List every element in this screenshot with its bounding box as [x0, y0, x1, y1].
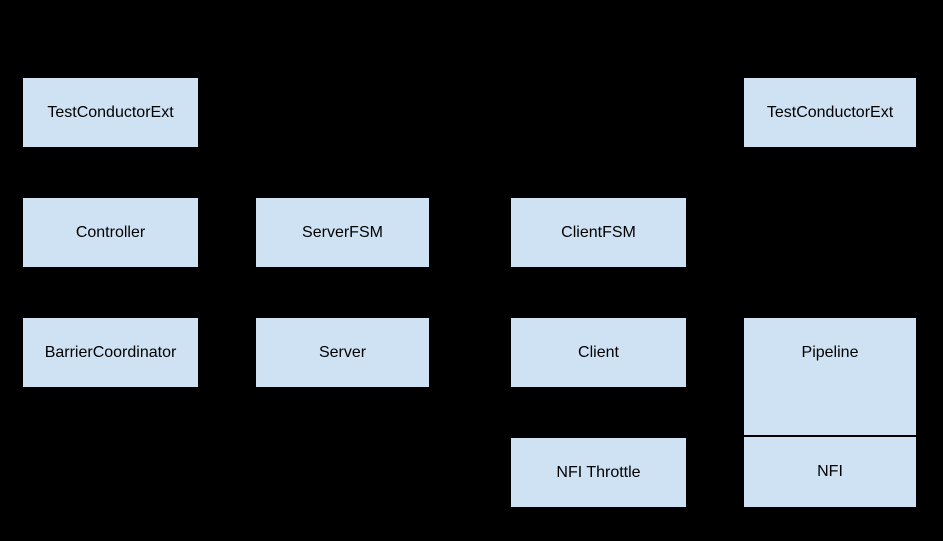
node-label: NFI: [817, 463, 843, 480]
node-label: BarrierCoordinator: [44, 343, 177, 361]
node-label: Pipeline: [801, 344, 859, 361]
node-nfi-throttle: NFI Throttle: [510, 437, 687, 508]
node-barriercoordinator: BarrierCoordinator: [22, 317, 199, 388]
node-testconductorext-conductor: TestConductorExt: [22, 77, 199, 148]
node-serverfsm: ServerFSM: [255, 197, 430, 268]
node-nfi: NFI: [743, 436, 917, 508]
node-clientfsm: ClientFSM: [510, 197, 687, 268]
node-client: Client: [510, 317, 687, 388]
node-label: Server: [318, 343, 367, 361]
node-server: Server: [255, 317, 430, 388]
node-label: Controller: [75, 223, 146, 241]
node-controller: Controller: [22, 197, 199, 268]
node-testconductorext-player: TestConductorExt: [743, 77, 917, 148]
node-label: NFI Throttle: [556, 463, 641, 481]
node-label: ClientFSM: [561, 223, 636, 241]
node-pipeline: Pipeline: [743, 317, 917, 436]
node-label: TestConductorExt: [47, 103, 174, 121]
node-label: Client: [578, 343, 619, 361]
node-label: ServerFSM: [302, 223, 383, 241]
node-label: TestConductorExt: [766, 103, 894, 121]
